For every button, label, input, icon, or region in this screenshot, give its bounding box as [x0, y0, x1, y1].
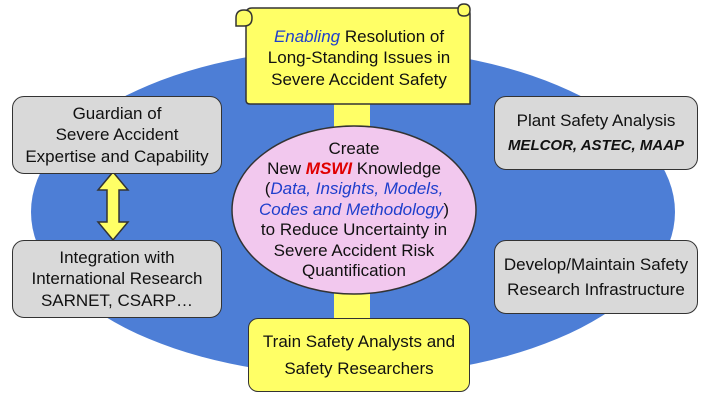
train-line1: Train Safety Analysts and [262, 331, 456, 351]
center-line3: (Data, Insights, Models, [265, 179, 444, 199]
mswi-emphasis: MSWI [305, 159, 353, 179]
infrastructure-line2: Research Infrastructure [507, 280, 685, 299]
integration-line2: International Research [31, 269, 203, 289]
integration-box: Integration with International Research … [12, 240, 222, 318]
top-scroll-line1-rest: Resolution of [340, 27, 445, 47]
guardian-line3: Expertise and Capability [25, 146, 209, 166]
center-line3-emphasis: Data, Insights, Models, [270, 179, 444, 199]
top-scroll-line2: Long-Standing Issues in [267, 48, 451, 68]
center-line4-emphasis: Codes and Methodology [259, 199, 444, 219]
train-analysts-box: Train Safety Analysts and Safety Researc… [248, 318, 470, 392]
guardian-line1: Guardian of [72, 104, 162, 124]
plant-safety-codes: MELCOR, ASTEC, MAAP [507, 137, 685, 155]
center-line2-pre: New [267, 159, 306, 179]
infrastructure-line1: Develop/Maintain Safety [503, 254, 689, 274]
center-oval-text: Create New MSWI Knowledge (Data, Insight… [244, 132, 464, 288]
scroll-banner [235, 3, 471, 105]
center-line2: New MSWI Knowledge [267, 159, 441, 179]
top-scroll-line1: Enabling Resolution of [274, 26, 444, 47]
center-line3-open: ( [264, 179, 271, 199]
integration-line3: SARNET, CSARP… [40, 290, 194, 310]
top-scroll-line3: Severe Accident Safety [271, 69, 447, 89]
center-line1: Create [328, 138, 380, 158]
guardian-box: Guardian of Severe Accident Expertise an… [12, 96, 222, 174]
top-scroll-text: Enabling Resolution of Long-Standing Iss… [250, 14, 468, 102]
train-line2: Safety Researchers [284, 359, 434, 378]
plant-safety-box: Plant Safety Analysis MELCOR, ASTEC, MAA… [494, 96, 698, 170]
center-line6: Severe Accident Risk [273, 240, 435, 260]
integration-line1: Integration with [59, 248, 175, 268]
center-line7: Quantification [302, 260, 406, 280]
infrastructure-box: Develop/Maintain Safety Research Infrast… [494, 240, 698, 314]
center-line4-close: ) [443, 199, 449, 219]
center-line2-post: Knowledge [352, 159, 441, 179]
plant-safety-line1: Plant Safety Analysis [516, 111, 676, 130]
center-line5: to Reduce Uncertainty in [260, 220, 448, 240]
center-line4: Codes and Methodology) [259, 200, 449, 220]
enabling-emphasis: Enabling [273, 27, 341, 47]
scroll-curl-left [235, 9, 253, 27]
guardian-line2: Severe Accident [55, 125, 179, 145]
center-oval [231, 125, 477, 295]
scroll-curl-right [457, 3, 471, 17]
